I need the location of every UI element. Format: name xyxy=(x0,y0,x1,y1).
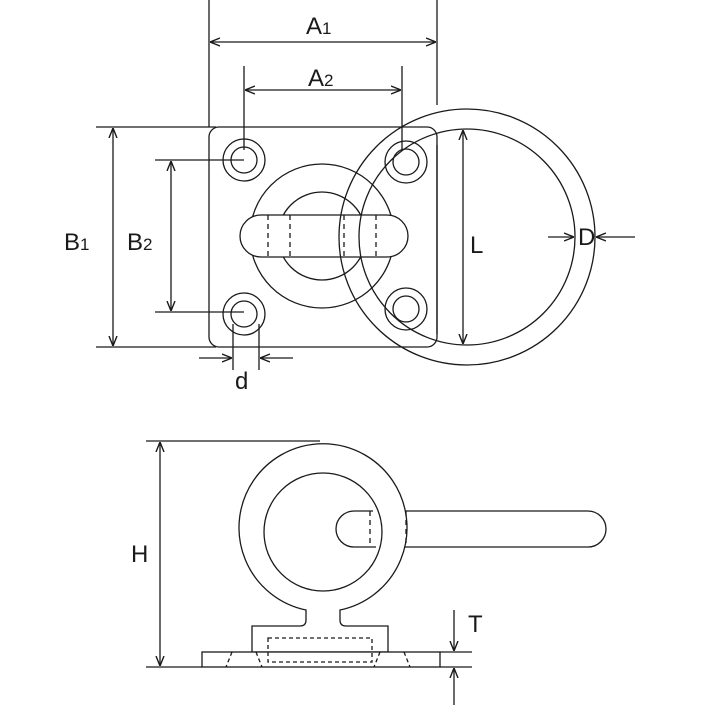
ring-outer xyxy=(338,108,596,366)
ring-inner xyxy=(358,128,576,346)
label-t: T xyxy=(468,611,483,638)
mounting-hole-bottom-right xyxy=(384,287,428,331)
label-b2: B2 xyxy=(127,229,152,256)
label-d-ring: D xyxy=(578,224,595,251)
label-a2: A2 xyxy=(308,65,333,92)
mounting-hole-top-right xyxy=(384,140,428,184)
mounting-hole-bottom-left xyxy=(222,292,266,336)
side-view xyxy=(146,440,607,705)
side-boss-hidden xyxy=(267,637,373,663)
hidden-lines-pin xyxy=(267,215,377,257)
side-base-plate xyxy=(201,651,441,668)
side-eye-inner xyxy=(263,472,383,592)
label-d-hole: d xyxy=(235,368,248,395)
label-l: L xyxy=(470,232,483,259)
side-eye-ring xyxy=(238,443,408,653)
ring-pin xyxy=(239,214,409,258)
label-a1: A1 xyxy=(306,13,331,40)
label-b1: B1 xyxy=(64,229,89,256)
dimension-labels: A1 A2 B1 B2 L D d H T xyxy=(64,13,595,638)
top-view xyxy=(96,0,635,370)
label-h: H xyxy=(131,541,148,568)
